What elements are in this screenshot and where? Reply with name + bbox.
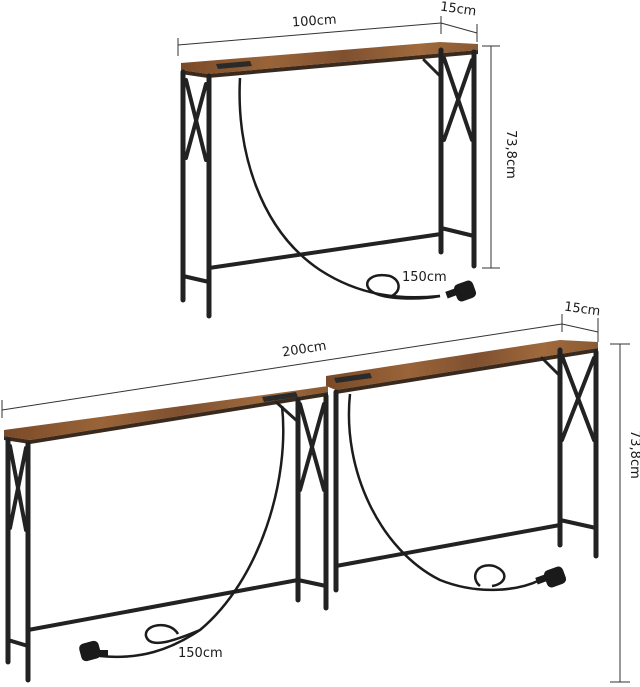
double-width-dimension	[1, 314, 563, 418]
single-width-label: 100cm	[291, 12, 338, 31]
single-frame	[180, 47, 477, 319]
single-height-dimension	[482, 45, 500, 269]
single-plug-icon	[445, 280, 477, 302]
single-height-label: 73,8cm	[503, 130, 518, 179]
single-width-dimension	[177, 16, 442, 56]
double-left-tabletop	[4, 386, 328, 440]
double-frame	[5, 347, 599, 683]
double-left-power-strip	[262, 392, 298, 402]
single-depth-dimension	[440, 22, 478, 42]
double-height-label: 73,8cm	[627, 430, 640, 479]
double-right-power-cable	[347, 393, 541, 592]
single-power-strip	[216, 61, 252, 69]
double-right-plug-icon	[535, 566, 567, 588]
double-left-plug-icon	[79, 640, 108, 662]
single-table	[177, 16, 500, 319]
double-height-dimension	[610, 343, 630, 683]
double-right-tabletop	[326, 340, 598, 390]
double-left-power-cable	[99, 405, 285, 659]
double-table	[1, 314, 630, 683]
single-tabletop	[181, 42, 478, 74]
double-cable-label: 150cm	[178, 646, 223, 661]
double-right-power-strip	[334, 373, 372, 383]
single-cable-label: 150cm	[402, 270, 447, 285]
single-power-cable	[238, 77, 441, 299]
double-depth-dimension	[561, 318, 599, 342]
